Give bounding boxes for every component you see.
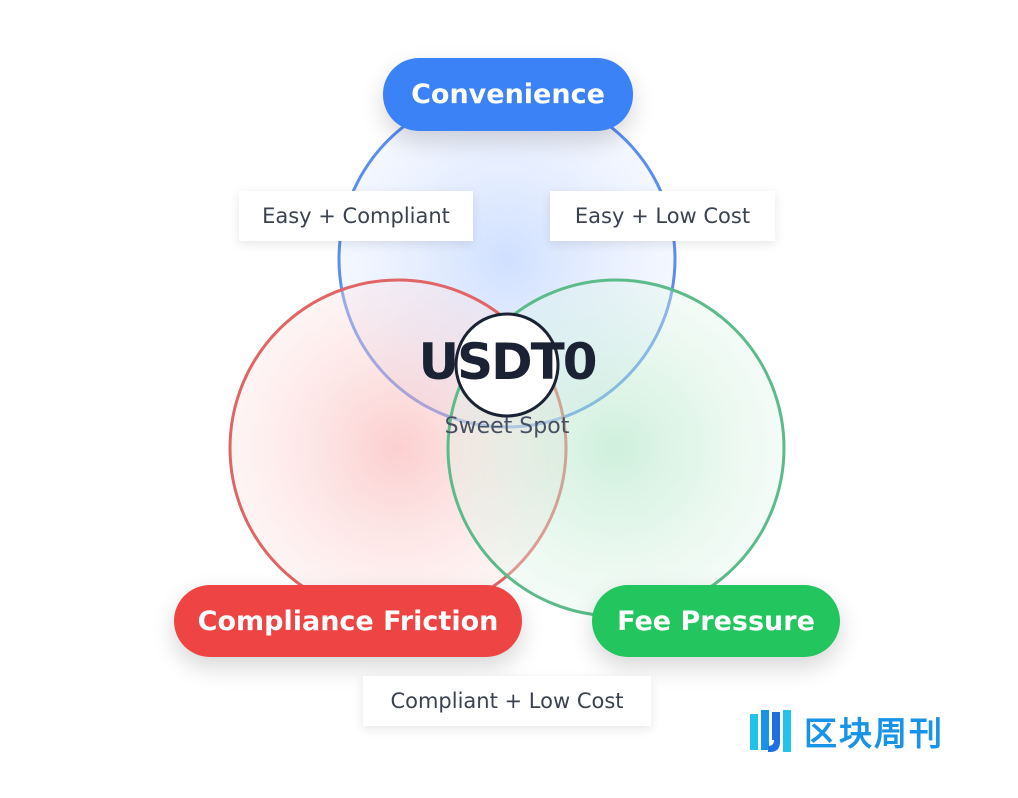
watermark: 区块周刊 <box>748 704 944 758</box>
center-badge-circle <box>454 312 560 418</box>
watermark-logo-icon <box>750 710 791 752</box>
center-title: USDT0 <box>418 333 597 391</box>
center-subtitle: Sweet Spot <box>444 414 570 439</box>
overlap-easy-low-cost: Easy + Low Cost <box>550 191 775 241</box>
watermark-text: 区块周刊 <box>804 714 944 753</box>
overlap-compliant-low-cost: Compliant + Low Cost <box>363 676 651 726</box>
overlap-easy-compliant: Easy + Compliant <box>239 191 473 241</box>
convenience-label: Convenience <box>383 58 633 131</box>
fee-pressure-label: Fee Pressure <box>592 585 840 657</box>
compliance-friction-label: Compliance Friction <box>174 585 522 657</box>
